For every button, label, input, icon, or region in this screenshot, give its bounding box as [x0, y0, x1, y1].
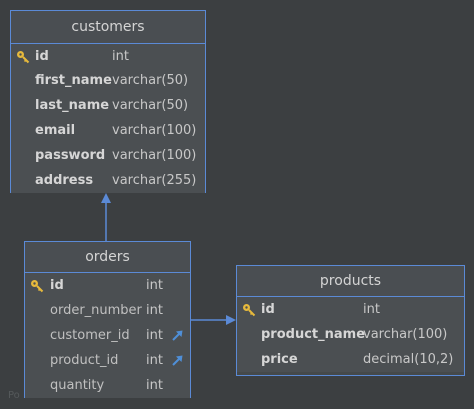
column-type: varchar(100)	[363, 327, 448, 342]
column-row-email[interactable]: email varchar(100)	[11, 118, 205, 143]
column-type: int	[146, 303, 163, 318]
column-name: price	[261, 352, 298, 367]
column-row-order-number[interactable]: order_number int	[25, 298, 190, 323]
column-name: quantity	[50, 378, 105, 393]
column-name: id	[261, 302, 275, 317]
column-name: order_number	[50, 303, 142, 318]
column-name: customer_id	[50, 328, 130, 343]
orders-table-columns: id int order_number int customer_id int …	[25, 273, 190, 398]
column-row-last-name[interactable]: last_name varchar(50)	[11, 93, 205, 118]
orders-table-title: orders	[25, 242, 190, 273]
column-type: int	[146, 353, 163, 368]
column-name: id	[35, 49, 49, 64]
column-name: product_name	[261, 327, 366, 342]
column-type: int	[112, 49, 129, 64]
column-name: address	[35, 173, 94, 188]
orders-to-products-arrowhead	[226, 315, 236, 325]
orders-to-customers-arrowhead	[101, 193, 111, 203]
products-table[interactable]: products id int product_name varchar(100…	[236, 265, 465, 376]
column-row-first-name[interactable]: first_name varchar(50)	[11, 68, 205, 93]
column-name: id	[50, 278, 64, 293]
column-type: int	[146, 278, 163, 293]
column-row-id[interactable]: id int	[11, 44, 205, 68]
column-row-address[interactable]: address varchar(255)	[11, 168, 205, 193]
products-table-columns: id int product_name varchar(100) price d…	[237, 297, 464, 372]
customers-table[interactable]: customers id int first_name varchar(50) …	[10, 10, 206, 193]
column-row-id[interactable]: id int	[25, 273, 190, 298]
customers-table-columns: id int first_name varchar(50) last_name …	[11, 44, 205, 193]
column-name: product_id	[50, 353, 119, 368]
column-row-product-id[interactable]: product_id int	[25, 348, 190, 373]
column-row-password[interactable]: password varchar(100)	[11, 143, 205, 168]
column-type: decimal(10,2)	[363, 352, 454, 367]
column-type: varchar(50)	[112, 98, 189, 113]
column-type: varchar(255)	[112, 173, 197, 188]
column-type: int	[146, 378, 163, 393]
column-type: varchar(50)	[112, 73, 189, 88]
column-type: varchar(100)	[112, 148, 197, 163]
watermark-text: Po	[8, 390, 20, 401]
column-name: last_name	[35, 98, 110, 113]
primary-key-icon	[17, 51, 30, 64]
column-row-price[interactable]: price decimal(10,2)	[237, 347, 464, 372]
column-row-customer-id[interactable]: customer_id int	[25, 323, 190, 348]
products-table-title: products	[237, 266, 464, 297]
customers-table-title: customers	[11, 11, 205, 44]
foreign-key-arrow-icon	[172, 330, 183, 341]
column-type: varchar(100)	[112, 123, 197, 138]
column-row-id[interactable]: id int	[237, 297, 464, 322]
column-name: password	[35, 148, 106, 163]
column-row-product-name[interactable]: product_name varchar(100)	[237, 322, 464, 347]
column-type: int	[363, 302, 380, 317]
foreign-key-arrow-icon	[172, 355, 183, 366]
column-name: email	[35, 123, 76, 138]
primary-key-icon	[243, 304, 256, 317]
column-name: first_name	[35, 73, 112, 88]
orders-table[interactable]: orders id int order_number int customer_…	[24, 241, 191, 398]
primary-key-icon	[31, 280, 44, 293]
column-type: int	[146, 328, 163, 343]
column-row-quantity[interactable]: quantity int	[25, 373, 190, 398]
